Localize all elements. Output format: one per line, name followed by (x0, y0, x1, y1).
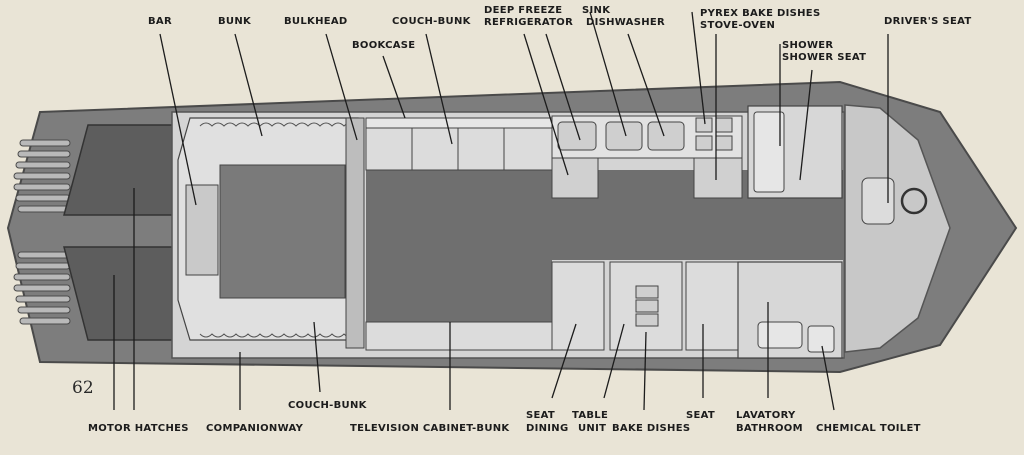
bulkhead-wall (345, 117, 365, 349)
dining-seat-right (685, 261, 739, 351)
freezer-box (557, 121, 597, 151)
label-couch-bunk-bottom: COUCH-BUNK (288, 400, 367, 411)
label-couch-bunk-top: COUCH-BUNK (392, 16, 471, 27)
label-bake-dishes: BAKE DISHES (612, 423, 691, 434)
leader-lines (113, 11, 889, 411)
label-bulkhead: BULKHEAD (284, 16, 348, 27)
stove-oven-unit (693, 157, 743, 199)
label-refrigerator: REFRIGERATOR (484, 17, 574, 28)
label-shower-seat: SHOWER SEAT (782, 52, 867, 63)
rear-vents-top (13, 139, 71, 213)
label-television-cabinet-bunk: TELEVISION CABINET-BUNK (350, 423, 510, 434)
bake-dishes-rack (635, 285, 659, 327)
page-number: 62 (72, 378, 94, 398)
label-unit: UNIT (578, 423, 607, 434)
steering-wheel (900, 187, 928, 215)
label-bunk: BUNK (218, 16, 252, 27)
bar-counter (185, 184, 219, 276)
label-companionway: COMPANIONWAY (206, 423, 304, 434)
label-pyrex-bake-dishes: PYREX BAKE DISHES (700, 8, 821, 19)
tv-cabinet-bunk (365, 321, 553, 351)
lounge-floor (219, 164, 346, 299)
label-bathroom: BATHROOM (736, 423, 803, 434)
label-lavatory: LAVATORY (736, 410, 796, 421)
label-drivers-seat: DRIVER'S SEAT (884, 16, 972, 27)
label-dining: DINING (526, 423, 569, 434)
drivers-seat-chair (861, 177, 895, 225)
dishwasher-box (647, 121, 685, 151)
cushion-scallop-top (199, 122, 357, 127)
label-stove-oven: STOVE-OVEN (700, 20, 776, 31)
dining-seat-left (551, 261, 605, 351)
cushion-scallop-bottom (199, 333, 357, 338)
chemical-toilet-box (807, 325, 835, 353)
label-deep-freeze: DEEP FREEZE (484, 5, 563, 16)
couch-bunk-top-cushions (365, 127, 553, 171)
label-table: TABLE (572, 410, 609, 421)
label-bookcase: BOOKCASE (352, 40, 416, 51)
label-shower: SHOWER (782, 40, 834, 51)
cockpit-area (844, 104, 951, 353)
label-chemical-toilet: CHEMICAL TOILET (816, 423, 921, 434)
label-motor-hatches: MOTOR HATCHES (88, 423, 189, 434)
rear-vents-bottom (13, 251, 71, 325)
refrigerator-unit (551, 157, 599, 199)
label-bar: BAR (148, 16, 172, 27)
shower-seat-bench (753, 111, 785, 193)
bookcase-shelf (365, 117, 553, 129)
label-sink: SINK (582, 5, 611, 16)
label-dishwasher: DISHWASHER (586, 17, 666, 28)
label-seat-left: SEAT (526, 410, 556, 421)
sink-basin (605, 121, 643, 151)
lavatory-basin (757, 321, 803, 349)
label-seat-right: SEAT (686, 410, 716, 421)
salon-floor (366, 170, 552, 322)
